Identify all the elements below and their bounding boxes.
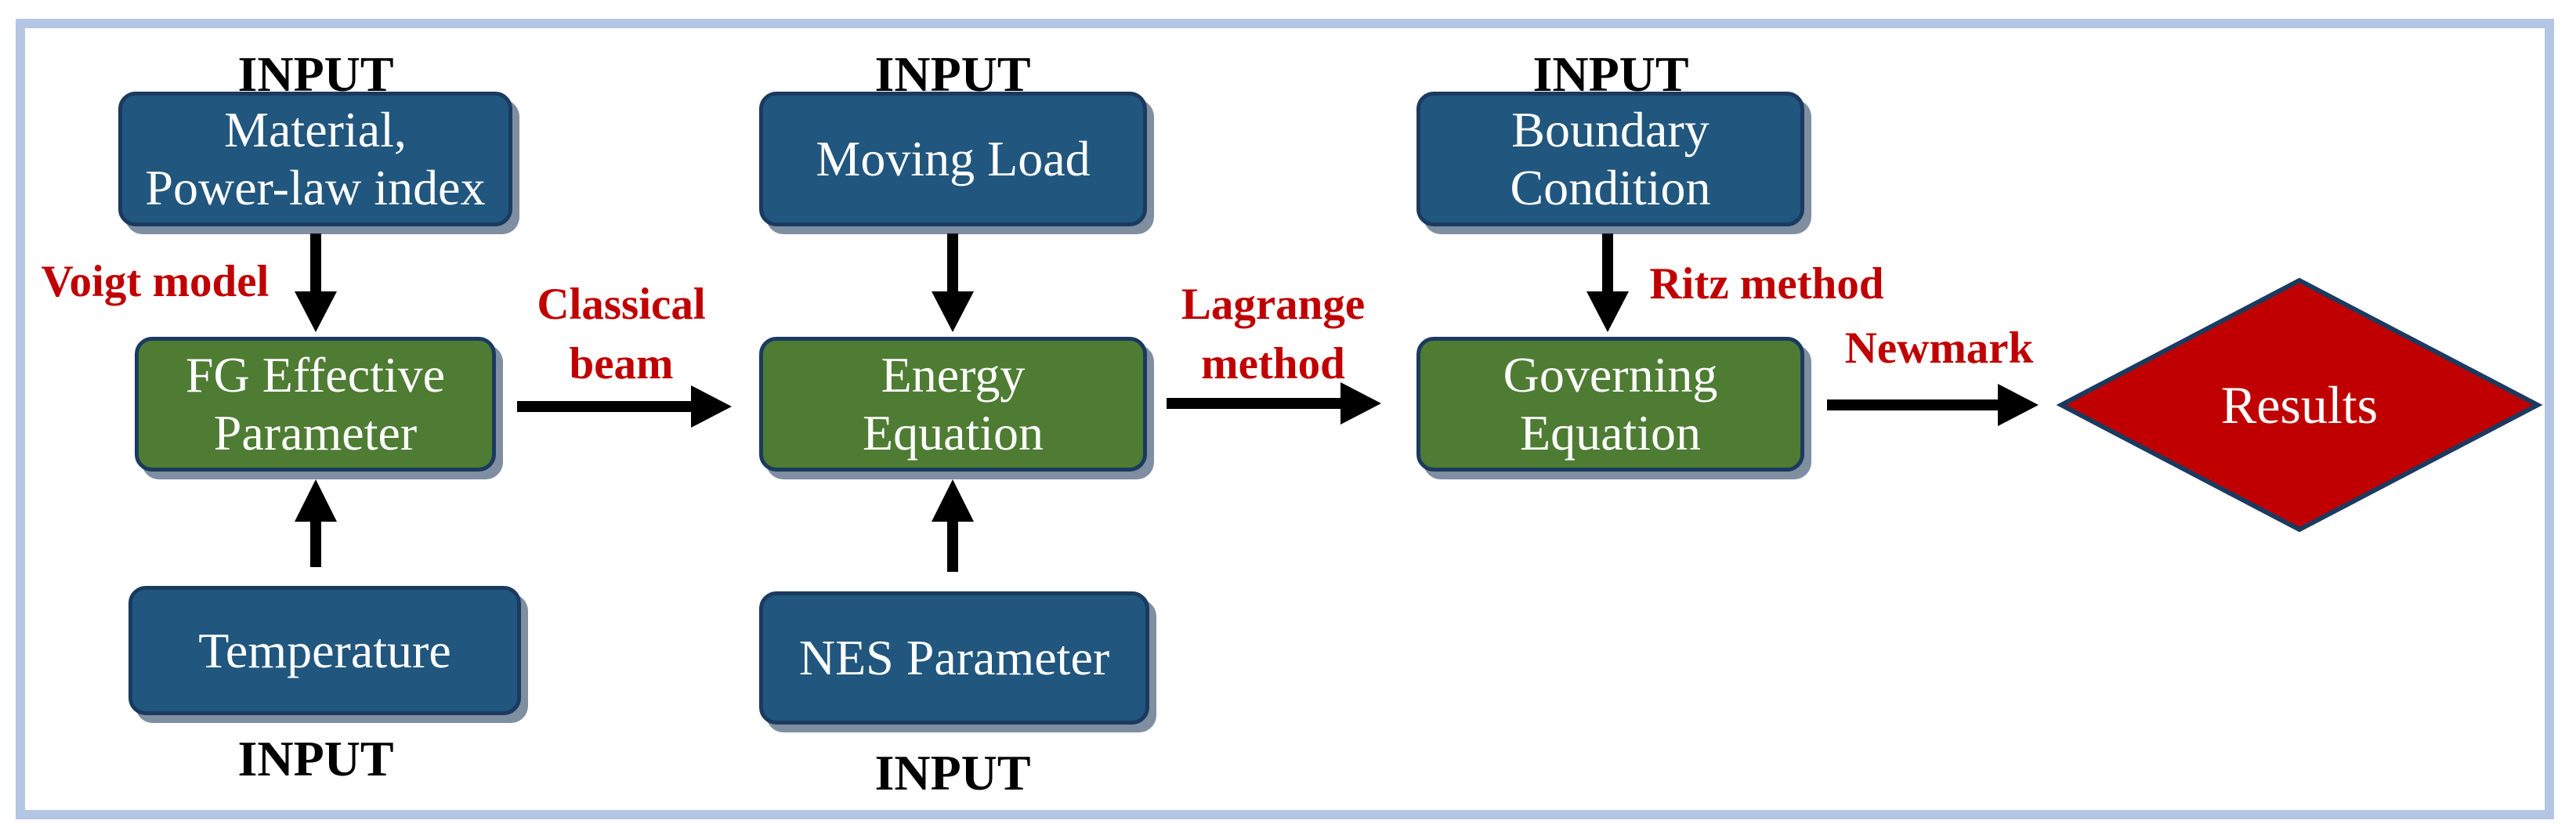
arrow-governing-to-results bbox=[1827, 384, 2039, 426]
arrow-moving-load-to-energy bbox=[932, 233, 974, 332]
arrow-fg-to-energy bbox=[517, 385, 732, 428]
node-boundary-condition: Boundary Condition bbox=[1416, 92, 1804, 226]
input-label-nes-parameter: INPUT bbox=[874, 745, 1031, 801]
arrow-material-to-fg bbox=[295, 233, 337, 332]
arrow-temperature-to-fg bbox=[295, 479, 337, 567]
results-diamond-shape bbox=[2057, 277, 2542, 533]
node-moving-load: Moving Load bbox=[759, 92, 1147, 226]
node-fg-effective-parameter: FG Effective Parameter bbox=[135, 337, 496, 472]
arrow-energy-to-governing bbox=[1167, 382, 1381, 425]
edge-label-voigt-model: Voigt model bbox=[41, 257, 270, 306]
arrow-boundary-to-governing bbox=[1586, 233, 1629, 332]
edge-label-newmark: Newmark bbox=[1844, 324, 2034, 373]
edge-label-classical-beam: Classical beam bbox=[537, 280, 706, 389]
node-material-power-law-index: Material, Power-law index bbox=[118, 92, 512, 226]
node-governing-equation: Governing Equation bbox=[1416, 337, 1804, 472]
arrow-nes-to-energy bbox=[932, 479, 974, 572]
edge-label-lagrange-method: Lagrange method bbox=[1181, 280, 1366, 389]
node-temperature: Temperature bbox=[128, 586, 521, 715]
edge-label-ritz-method: Ritz method bbox=[1649, 259, 1884, 309]
results-label: Results bbox=[2220, 374, 2379, 435]
node-energy-equation: Energy Equation bbox=[759, 337, 1147, 472]
outer-frame bbox=[16, 19, 2554, 819]
node-results-diamond: Results bbox=[2057, 276, 2542, 534]
node-nes-parameter: NES Parameter bbox=[759, 591, 1149, 725]
input-label-temperature: INPUT bbox=[237, 731, 394, 786]
